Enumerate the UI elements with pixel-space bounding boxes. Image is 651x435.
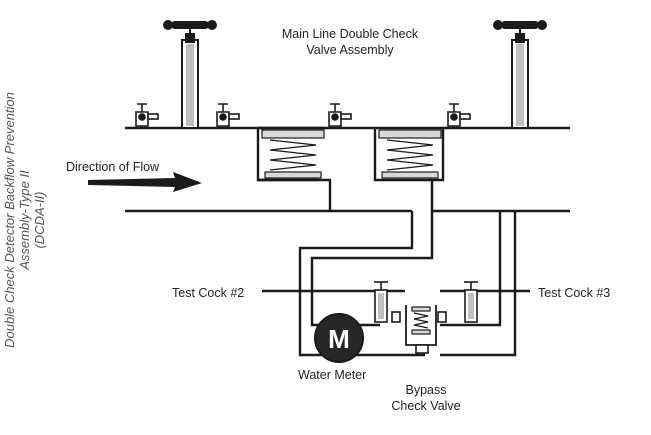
main-assembly-label: Main Line Double Check Valve Assembly: [270, 26, 430, 58]
check-valve-spring-1: [261, 129, 325, 179]
shutoff-valve-1: [163, 20, 217, 129]
title-line-1: Double Check Detector Backflow Preventio…: [2, 92, 17, 348]
test-cock-2-label: Test Cock #2: [172, 286, 245, 300]
shutoff-valve-2: [493, 20, 547, 129]
title-line-3: (DCDA-II): [32, 191, 47, 249]
test-cock-3-label: Test Cock #3: [538, 286, 611, 300]
water-meter-label: Water Meter: [298, 368, 367, 382]
main-test-cock-4: [447, 103, 471, 127]
check-valve-spring-2: [378, 129, 442, 179]
flow-label: Direction of Flow: [66, 160, 160, 174]
main-assembly-line-2: Valve Assembly: [306, 43, 394, 57]
main-test-cock-1: [135, 103, 159, 127]
bypass-line-1: Bypass: [405, 383, 447, 397]
bypass-valve-right: [437, 281, 478, 323]
title-line-2: Assembly-Type II: [17, 170, 32, 270]
main-test-cock-2: [216, 103, 240, 127]
main-assembly-line-1: Main Line Double Check: [281, 27, 419, 41]
bypass-valve-left: [374, 281, 401, 323]
meter-letter: M: [328, 324, 350, 354]
diagram-title: Double Check Detector Backflow Preventio…: [2, 65, 47, 375]
water-meter: M: [314, 313, 364, 363]
bypass-inner-box-right: [440, 290, 502, 327]
flow-arrow: [88, 172, 202, 192]
check-valve-housing-1: [256, 126, 332, 211]
check-valve-housing-2: [373, 128, 445, 211]
main-test-cocks: [135, 103, 471, 127]
main-test-cock-3: [328, 103, 352, 127]
bypass-check-valve-label: Bypass Check Valve: [376, 382, 476, 414]
bypass-line-2: Check Valve: [391, 399, 461, 413]
bypass-pipe-left-inner: [310, 211, 434, 290]
bypass-pipe-right: [440, 211, 517, 357]
bypass-check-valve-spring: [405, 305, 437, 354]
